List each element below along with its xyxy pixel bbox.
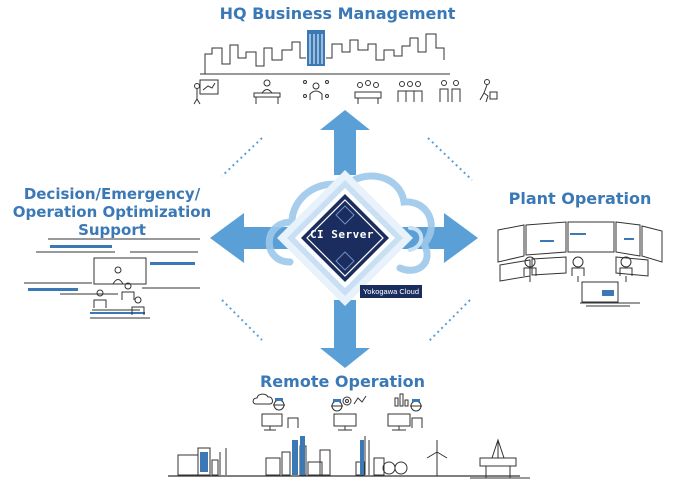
settings-engineer-hat xyxy=(333,399,341,402)
decision-support-title: Decision/Emergency/ Operation Optimizati… xyxy=(12,185,212,239)
group-icon xyxy=(397,81,423,102)
arrow-to-remote xyxy=(320,300,370,368)
presenter-icon xyxy=(193,79,219,105)
hq-building-windows xyxy=(309,34,323,64)
wind-turbine-icon xyxy=(426,440,448,476)
pair-icon xyxy=(439,80,461,102)
city-skyline-icon xyxy=(200,33,450,75)
factory-icon xyxy=(177,447,227,476)
settings-engineer-icon xyxy=(331,395,367,431)
plant-operation-title: Plant Operation xyxy=(508,189,652,208)
network-person-icon xyxy=(303,80,329,100)
hq-people-row xyxy=(193,79,498,105)
decision-room-icon xyxy=(24,238,200,319)
cloud-engineer-hat xyxy=(275,398,283,401)
facilities-row xyxy=(168,436,530,479)
control-room-icon xyxy=(497,221,663,307)
bidirectional-arrows xyxy=(210,110,478,368)
meeting-icon xyxy=(354,80,382,104)
dotted-connector-lines xyxy=(221,137,473,343)
power-plant-accent xyxy=(360,440,364,475)
arrow-to-plant xyxy=(392,213,478,263)
hq-business-management-title: HQ Business Management xyxy=(219,4,456,23)
cloud-icon xyxy=(265,172,435,274)
analytics-engineer-hat xyxy=(412,399,420,402)
cloud-engineer-icon xyxy=(252,393,299,431)
remote-workers-row xyxy=(252,393,423,431)
arrow-to-hq xyxy=(320,110,370,175)
remote-operation-title: Remote Operation xyxy=(259,372,425,391)
yokogawa-cloud-label: Yokogawa Cloud xyxy=(360,285,422,298)
walking-worker-icon xyxy=(479,79,498,103)
ci-server-diamond xyxy=(277,170,413,306)
refinery-tower-a xyxy=(292,440,298,475)
hq-building-icon xyxy=(307,30,325,66)
desk-worker-icon xyxy=(253,79,281,104)
arrow-to-decision xyxy=(210,213,300,263)
ci-server-label: CI Server xyxy=(309,228,375,241)
factory-accent xyxy=(200,452,208,472)
refinery-tower-b xyxy=(300,436,305,475)
offshore-platform-icon xyxy=(479,438,517,478)
